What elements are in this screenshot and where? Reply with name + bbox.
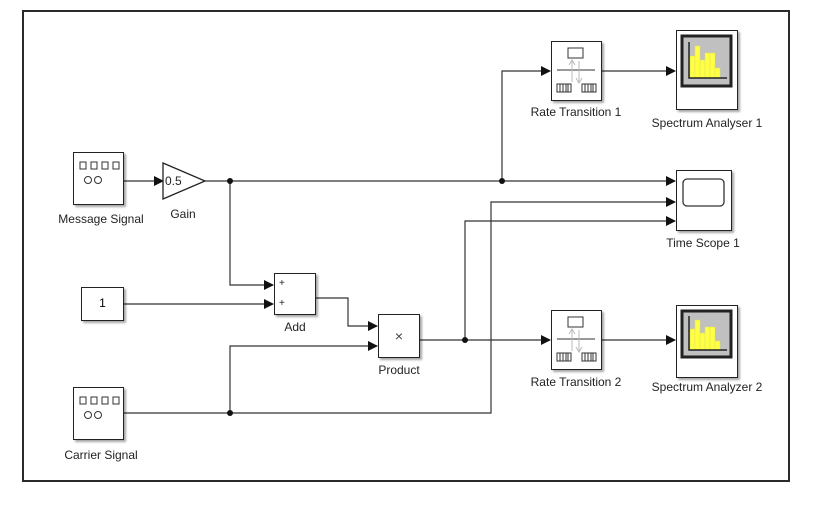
spectrum-analyser-1-label: Spectrum Analyser 1 [651,116,763,130]
signal-builder-icon [79,396,120,419]
spectrum-analyzer-2-label: Spectrum Analyzer 2 [651,380,763,394]
line-carrier-to-product[interactable] [124,341,378,414]
time-scope-1-label: Time Scope 1 [666,236,740,250]
model-canvas-frame [22,10,790,482]
rate-transition-icon [556,47,597,93]
junction-product [462,337,468,343]
junction-gain [227,178,233,184]
add-label: Add [284,320,306,334]
add-sign-2: + [279,298,285,309]
spectrum-analyser-1-block[interactable] [676,30,738,110]
signal-builder-icon [79,161,120,184]
junction-carrier [227,410,233,416]
rate-transition-1-label: Rate Transition 1 [530,105,622,119]
rate-transition-2-block[interactable] [551,310,602,370]
rate-transition-1-block[interactable] [551,41,602,101]
spectrum-analyzer-2-block[interactable] [676,305,738,378]
message-signal-label: Message Signal [58,212,144,226]
message-signal-block[interactable] [73,152,124,205]
line-carrier-to-scope[interactable] [230,197,676,414]
spectrum-icon [680,309,733,359]
line-add-to-product[interactable] [316,297,378,331]
rate-transition-2-label: Rate Transition 2 [530,375,622,389]
multiply-icon: × [394,328,404,344]
add-sign-1: + [279,278,285,289]
line-gain-to-add[interactable] [229,181,274,290]
scope-screen-icon [682,178,725,207]
constant-block[interactable]: 1 [81,287,124,321]
carrier-signal-label: Carrier Signal [64,448,138,462]
line-gain-to-rate-transition-1[interactable] [501,66,551,181]
rate-transition-icon [556,316,597,362]
time-scope-1-block[interactable] [676,170,732,231]
junction-rt1 [499,178,505,184]
gain-value: 0.5 [165,174,182,188]
constant-value: 1 [99,296,106,310]
carrier-signal-block[interactable] [73,387,124,440]
product-label: Product [378,363,420,377]
add-block[interactable]: + + [274,273,316,315]
spectrum-icon [680,34,733,88]
gain-label: Gain [170,207,196,221]
product-block[interactable]: × [378,314,420,358]
line-product-to-scope[interactable] [464,216,676,340]
gain-block[interactable] [162,162,207,200]
